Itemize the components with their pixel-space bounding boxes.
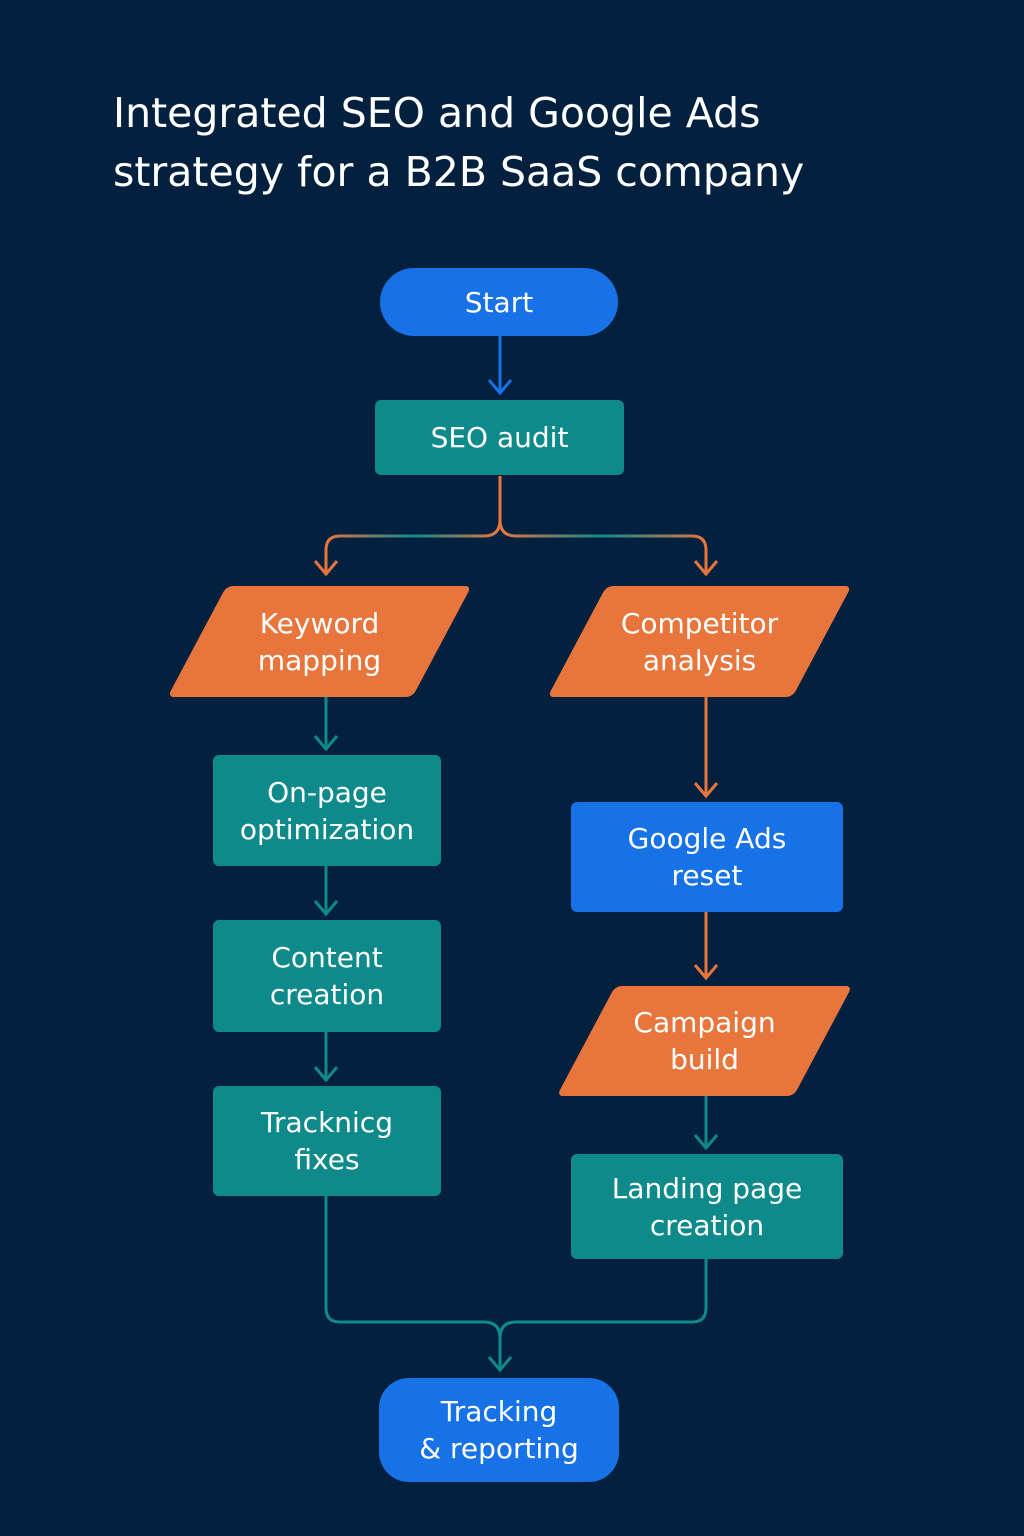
keyword-mapping-line-2: mapping	[257, 643, 382, 677]
node-tracking-fixes[interactable]: Tracknicg fixes	[213, 1086, 441, 1196]
arrow-keyword-to-onpage	[313, 697, 339, 752]
campaign-build-line-2: build	[670, 1043, 739, 1076]
node-seo-audit[interactable]: SEO audit	[375, 400, 624, 475]
tracking-reporting-line-2: & reporting	[419, 1432, 579, 1465]
node-seo-audit-label: SEO audit	[430, 421, 569, 454]
tracking-reporting-label: Tracking & reporting	[419, 1393, 579, 1467]
on-page-optimization-line-2: optimization	[239, 812, 415, 846]
arrow-competitor-to-google-ads	[693, 697, 719, 799]
node-on-page-optimization[interactable]: On-page optimization	[213, 755, 441, 866]
landing-page-creation-line-1: Landing page	[611, 1171, 803, 1205]
competitor-analysis-label: Competitor analysis	[577, 586, 822, 697]
node-keyword-mapping[interactable]: Keyword mapping	[167, 586, 472, 697]
title-line-1: Integrated SEO and Google Ads	[113, 89, 761, 137]
page-title: Integrated SEO and Google Ads strategy f…	[113, 84, 933, 202]
google-ads-reset-line-2: reset	[671, 859, 743, 892]
node-start-label: Start	[464, 285, 534, 319]
campaign-build-line-1: Campaign	[633, 1006, 776, 1039]
node-content-creation[interactable]: Content creation	[213, 920, 441, 1032]
arrow-start-to-seo-audit	[487, 336, 513, 396]
tracking-fixes-line-2: fixes	[294, 1143, 360, 1176]
node-tracking-reporting[interactable]: Tracking & reporting	[379, 1378, 619, 1482]
google-ads-reset-label: Google Ads reset	[628, 820, 787, 894]
google-ads-reset-line-1: Google Ads	[627, 822, 787, 855]
title-line-2: strategy for a B2B SaaS company	[113, 148, 805, 196]
on-page-optimization-label: On-page optimization	[240, 774, 414, 848]
tracking-reporting-line-1: Tracking	[440, 1395, 558, 1428]
node-google-ads-reset[interactable]: Google Ads reset	[571, 802, 843, 912]
content-creation-line-2: creation	[269, 978, 385, 1011]
node-campaign-build[interactable]: Campaign build	[556, 986, 853, 1096]
arrow-content-to-tracking-fixes	[313, 1032, 339, 1083]
content-creation-line-1: Content	[271, 941, 383, 974]
node-start[interactable]: Start	[380, 268, 618, 336]
landing-page-creation-line-2: creation	[649, 1208, 765, 1242]
competitor-analysis-line-2: analysis	[642, 643, 757, 677]
node-landing-page-creation[interactable]: Landing page creation	[571, 1154, 843, 1259]
content-creation-label: Content creation	[270, 939, 384, 1013]
arrow-seo-audit-split	[313, 476, 719, 577]
on-page-optimization-line-1: On-page	[267, 775, 387, 809]
node-competitor-analysis[interactable]: Competitor analysis	[547, 586, 852, 697]
arrow-merge-to-tracking-reporting	[324, 1196, 708, 1373]
arrow-google-ads-to-campaign	[693, 912, 719, 981]
keyword-mapping-line-1: Keyword	[259, 606, 380, 640]
competitor-analysis-line-1: Competitor	[620, 606, 779, 640]
keyword-mapping-label: Keyword mapping	[197, 586, 442, 697]
landing-page-creation-label: Landing page creation	[612, 1170, 802, 1244]
arrow-onpage-to-content	[313, 866, 339, 917]
arrow-campaign-to-landing	[693, 1096, 719, 1151]
tracking-fixes-line-1: Tracknicg	[261, 1106, 393, 1139]
tracking-fixes-label: Tracknicg fixes	[261, 1104, 393, 1178]
campaign-build-label: Campaign build	[586, 986, 823, 1096]
